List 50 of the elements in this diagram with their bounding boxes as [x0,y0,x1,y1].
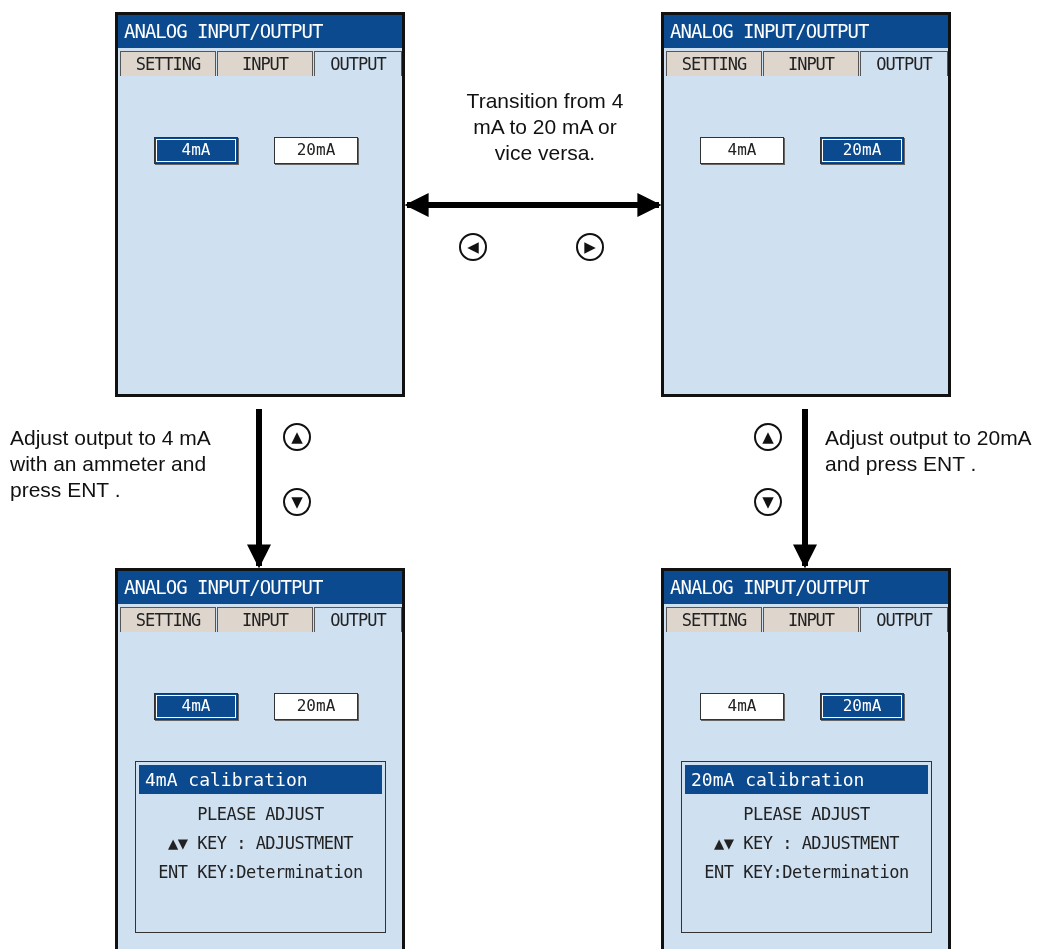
key-icon: ▲ [283,423,311,451]
device-screen [661,12,951,397]
key-icon: ▲ [754,423,782,451]
key-icon: ◀ [459,233,487,261]
tab: INPUT [217,607,313,632]
dialog-message: PLEASE ADJUST [196,803,325,826]
arrow [404,193,662,217]
screen-title: ANALOG INPUT/OUTPUT [118,571,402,604]
tab: INPUT [763,51,859,76]
device-screen [661,568,951,949]
tab: OUTPUT [860,51,948,76]
calibration-dialog [681,761,932,933]
key-icon: ▶ [576,233,604,261]
dialog-message: ENT KEY:Determination [703,861,910,884]
dialog-message: ENT KEY:Determination [157,861,364,884]
tab: INPUT [763,607,859,632]
option-button: 20mA [274,693,358,720]
tab: OUTPUT [860,607,948,632]
calibration-dialog [135,761,386,933]
screen-title: ANALOG INPUT/OUTPUT [664,15,948,48]
arrow [793,409,817,569]
screen-title: ANALOG INPUT/OUTPUT [664,571,948,604]
screen-title: ANALOG INPUT/OUTPUT [118,15,402,48]
option-button: 20mA [820,137,904,164]
option-button: 4mA [700,137,784,164]
tab: SETTING [666,607,762,632]
dialog-message: PLEASE ADJUST [742,803,871,826]
edge-label: Adjust output to 4 mA with an ammeter and press ENT . [10,425,212,503]
device-screen [115,12,405,397]
option-button: 4mA [700,693,784,720]
edge-label: Adjust output to 20mA and press ENT . [825,425,1032,477]
tab: INPUT [217,51,313,76]
option-button: 20mA [274,137,358,164]
dialog-title: 4mA calibration [139,765,382,794]
tab: SETTING [120,607,216,632]
dialog-message: ▲▼ KEY : ADJUSTMENT [167,832,354,855]
option-button: 20mA [820,693,904,720]
tab: OUTPUT [314,51,402,76]
key-icon: ▼ [754,488,782,516]
dialog-message: ▲▼ KEY : ADJUSTMENT [713,832,900,855]
tab: SETTING [666,51,762,76]
dialog-title: 20mA calibration [685,765,928,794]
edge-label: Transition from 4 mA to 20 mA or vice versa. [465,88,625,166]
option-button: 4mA [154,693,238,720]
key-icon: ▼ [283,488,311,516]
tab: OUTPUT [314,607,402,632]
arrow [247,409,271,569]
device-screen [115,568,405,949]
option-button: 4mA [154,137,238,164]
tab: SETTING [120,51,216,76]
